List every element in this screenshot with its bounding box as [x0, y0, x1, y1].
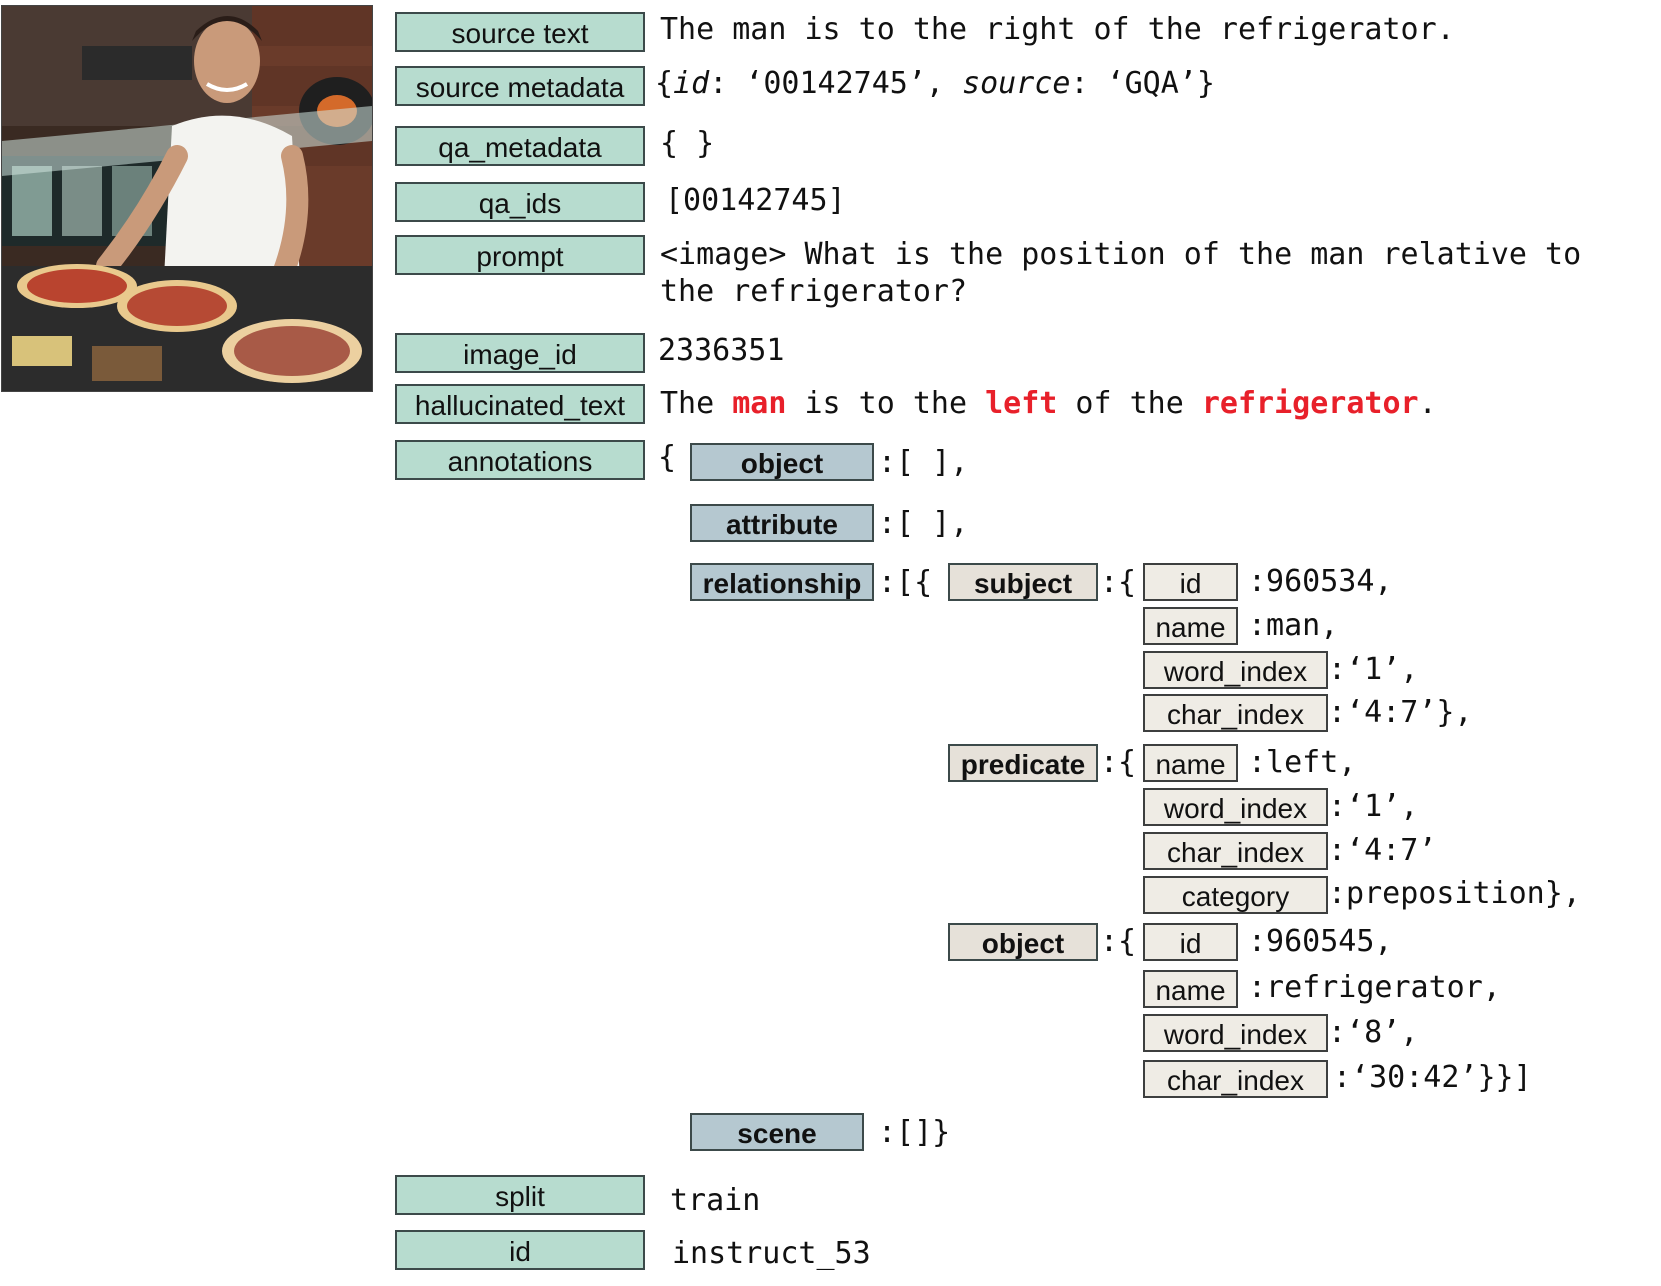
value-qa-metadata: { } [660, 126, 715, 161]
subject-id-key: id [1143, 563, 1238, 601]
label-annotation-object: object [690, 443, 874, 481]
predicate-char-index-value: :‘4:7’ [1328, 833, 1437, 868]
object-char-index-key: char_index [1143, 1060, 1328, 1098]
subject-word-index-value: :‘1’, [1328, 652, 1419, 687]
label-split: split [395, 1175, 645, 1215]
label-predicate: predicate [948, 744, 1098, 782]
label-qa-ids: qa_ids [395, 182, 645, 222]
object-id-key: id [1143, 923, 1238, 961]
pizza-chef-photo [2, 6, 372, 391]
label-annotations: annotations [395, 440, 645, 480]
object-word-index-key: word_index [1143, 1014, 1328, 1052]
predicate-category-value: :preposition}, [1328, 876, 1581, 911]
subject-id-value: :960534, [1248, 564, 1393, 599]
predicate-word-index-value: :‘1’, [1328, 789, 1419, 824]
subject-name-value: :man, [1248, 608, 1339, 643]
subject-word-index-key: word_index [1143, 651, 1328, 689]
object-char-index-value: :‘30:42’}}] [1333, 1060, 1532, 1095]
subject-name-key: name [1143, 607, 1238, 645]
value-id: instruct_53 [672, 1236, 871, 1271]
value-split: train [670, 1183, 761, 1218]
label-hallucinated-text: hallucinated_text [395, 384, 645, 424]
value-annotation-object: :[ ], [878, 445, 969, 480]
value-prompt-line1: <image> What is the position of the man … [660, 237, 1582, 272]
label-source-text: source text [395, 12, 645, 52]
value-hallucinated-text: The man is to the left of the refrigerat… [660, 386, 1437, 421]
label-annotation-attribute: attribute [690, 504, 874, 542]
predicate-name-value: :left, [1248, 745, 1357, 780]
object-id-value: :960545, [1248, 924, 1393, 959]
predicate-name-key: name [1143, 744, 1238, 782]
value-source-text: The man is to the right of the refrigera… [660, 12, 1455, 47]
value-annotation-relationship: :[{ [878, 565, 933, 600]
subject-open: :{ [1100, 565, 1137, 600]
label-prompt: prompt [395, 235, 645, 275]
predicate-char-index-key: char_index [1143, 832, 1328, 870]
label-image-id: image_id [395, 333, 645, 373]
label-subject: subject [948, 563, 1098, 601]
object-name-value: :refrigerator, [1248, 970, 1501, 1005]
label-annotation-relationship: relationship [690, 563, 874, 601]
annotations-open-brace: { [658, 440, 677, 475]
value-image-id: 2336351 [658, 333, 785, 368]
value-annotation-scene: :[]} [878, 1115, 951, 1150]
object-open: :{ [1100, 924, 1137, 959]
object-name-key: name [1143, 970, 1238, 1008]
label-annotation-scene: scene [690, 1113, 864, 1151]
value-annotation-attribute: :[ ], [878, 506, 969, 541]
value-source-metadata: {id: ‘00142745’, source: ‘GQA’} [655, 66, 1215, 101]
value-qa-ids: [00142745] [665, 183, 846, 218]
predicate-word-index-key: word_index [1143, 788, 1328, 826]
predicate-open: :{ [1100, 745, 1137, 780]
object-word-index-value: :‘8’, [1328, 1015, 1419, 1050]
value-prompt-line2: the refrigerator? [660, 274, 968, 309]
label-id: id [395, 1230, 645, 1270]
label-source-metadata: source metadata [395, 66, 645, 106]
subject-char-index-value: :‘4:7’}, [1328, 695, 1473, 730]
scene-photo [1, 5, 373, 392]
predicate-category-key: category [1143, 876, 1328, 914]
subject-char-index-key: char_index [1143, 694, 1328, 732]
label-qa-metadata: qa_metadata [395, 126, 645, 166]
label-relationship-object: object [948, 923, 1098, 961]
